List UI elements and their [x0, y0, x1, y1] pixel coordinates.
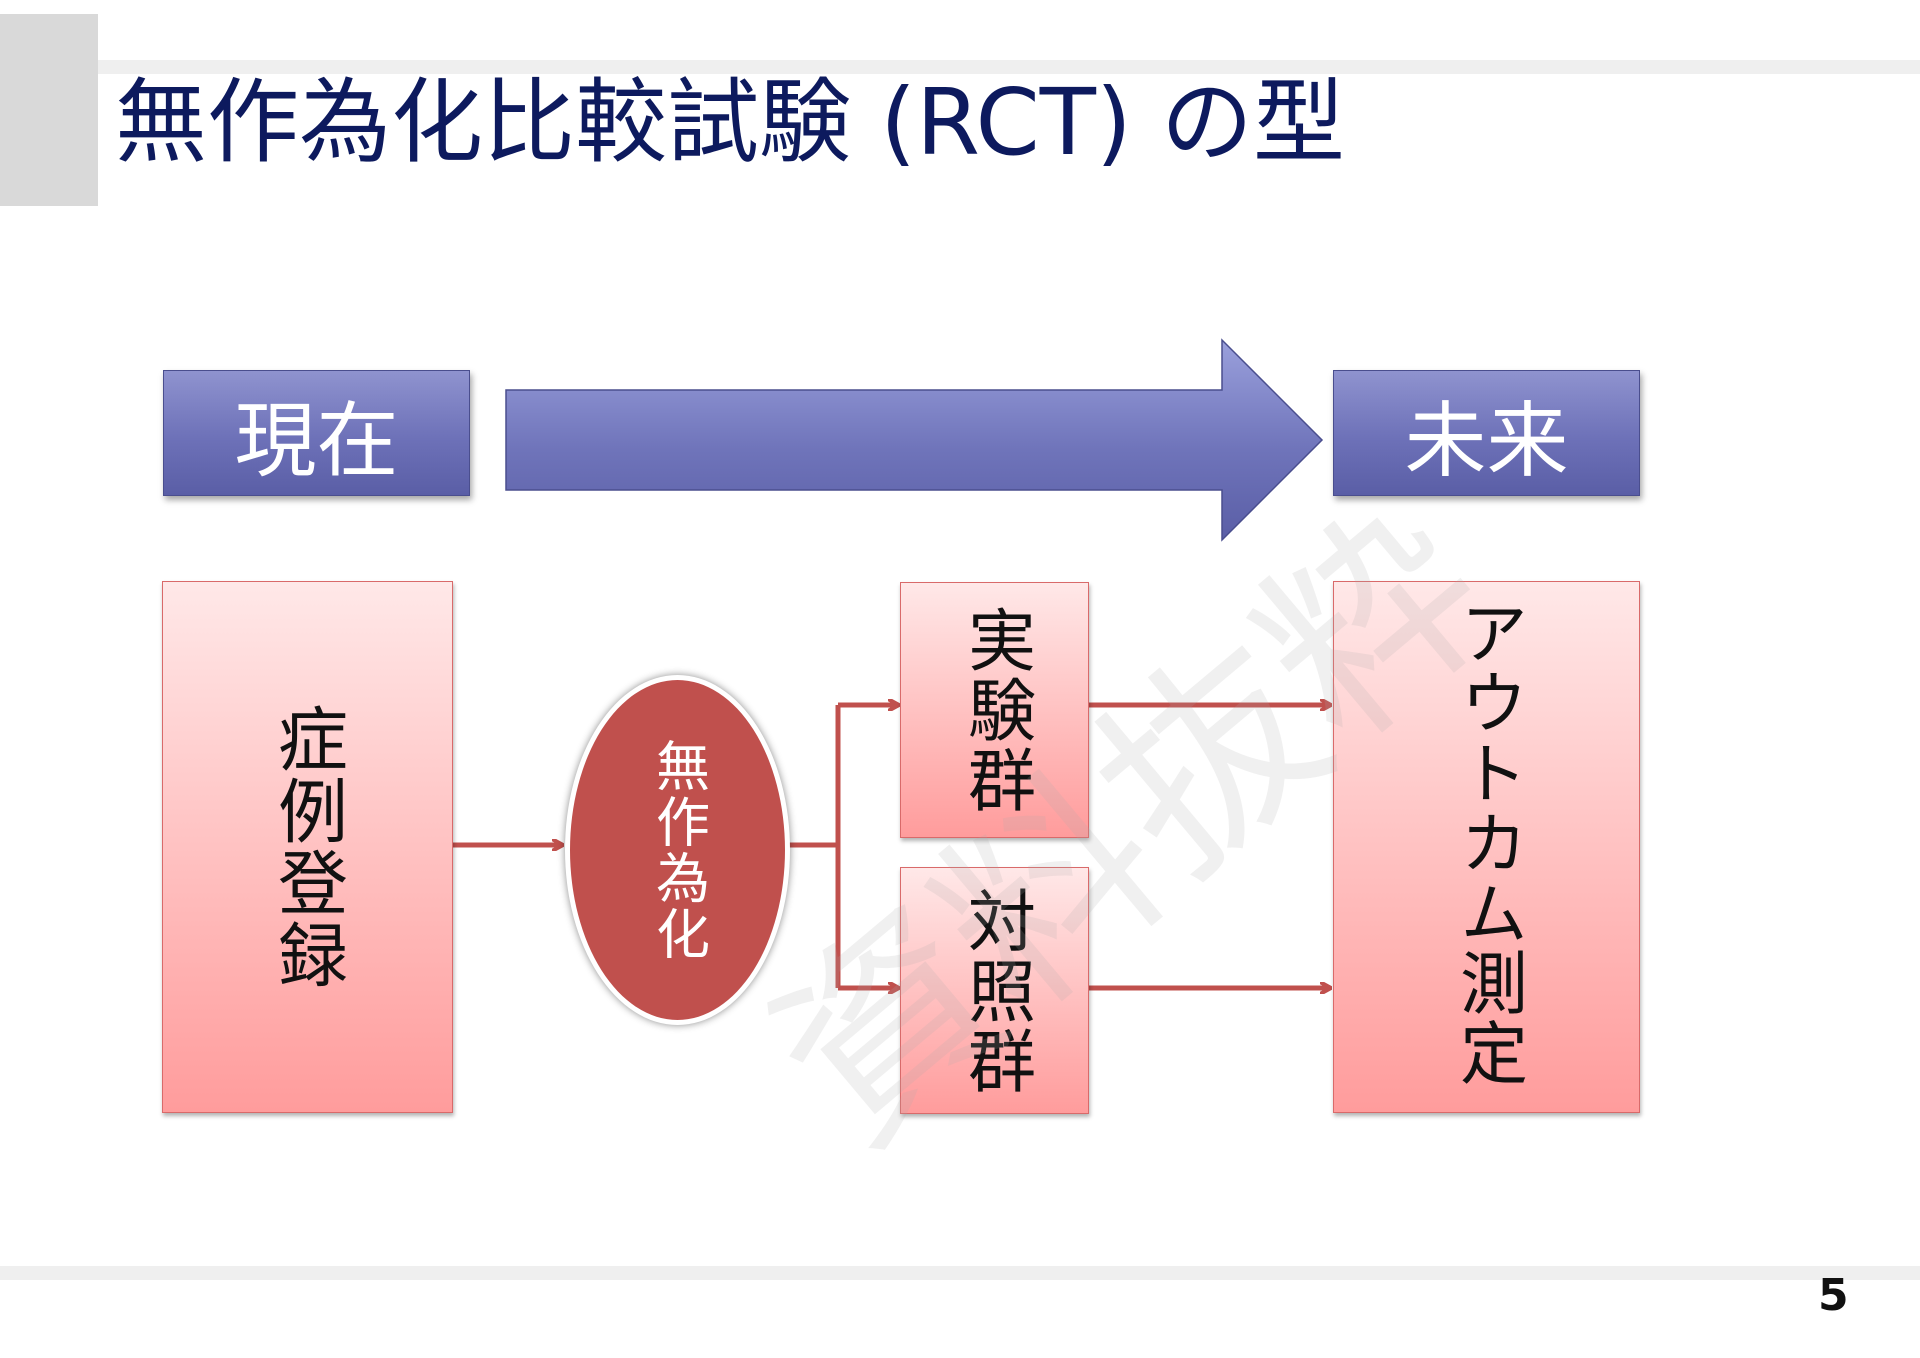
registration-label: 症例登録	[266, 703, 349, 991]
experimental-group-box: 実験群	[900, 582, 1089, 838]
timeline-arrow	[505, 338, 1324, 542]
timeline-start-label: 現在	[234, 393, 399, 489]
outcome-label: アウトカム測定	[1447, 598, 1527, 1088]
timeline-end-box: 未来	[1333, 370, 1640, 496]
randomization-oval: 無作為化	[565, 675, 790, 1025]
title-accent-block	[0, 14, 98, 206]
page-title: 無作為化比較試験 (RCT) の型	[115, 69, 1346, 176]
control-group-label: 対照群	[955, 885, 1035, 1096]
page-number: 5	[1818, 1270, 1849, 1321]
experimental-group-label: 実験群	[955, 605, 1035, 815]
control-group-box: 対照群	[900, 867, 1089, 1114]
registration-box: 症例登録	[162, 581, 453, 1113]
timeline-start-box: 現在	[163, 370, 470, 496]
timeline-end-label: 未来	[1404, 393, 1569, 489]
footer-divider	[0, 1266, 1920, 1280]
connector-randomization-branch	[782, 705, 841, 988]
randomization-label: 無作為化	[646, 738, 710, 962]
title-divider	[98, 60, 1920, 74]
outcome-box: アウトカム測定	[1333, 581, 1640, 1113]
